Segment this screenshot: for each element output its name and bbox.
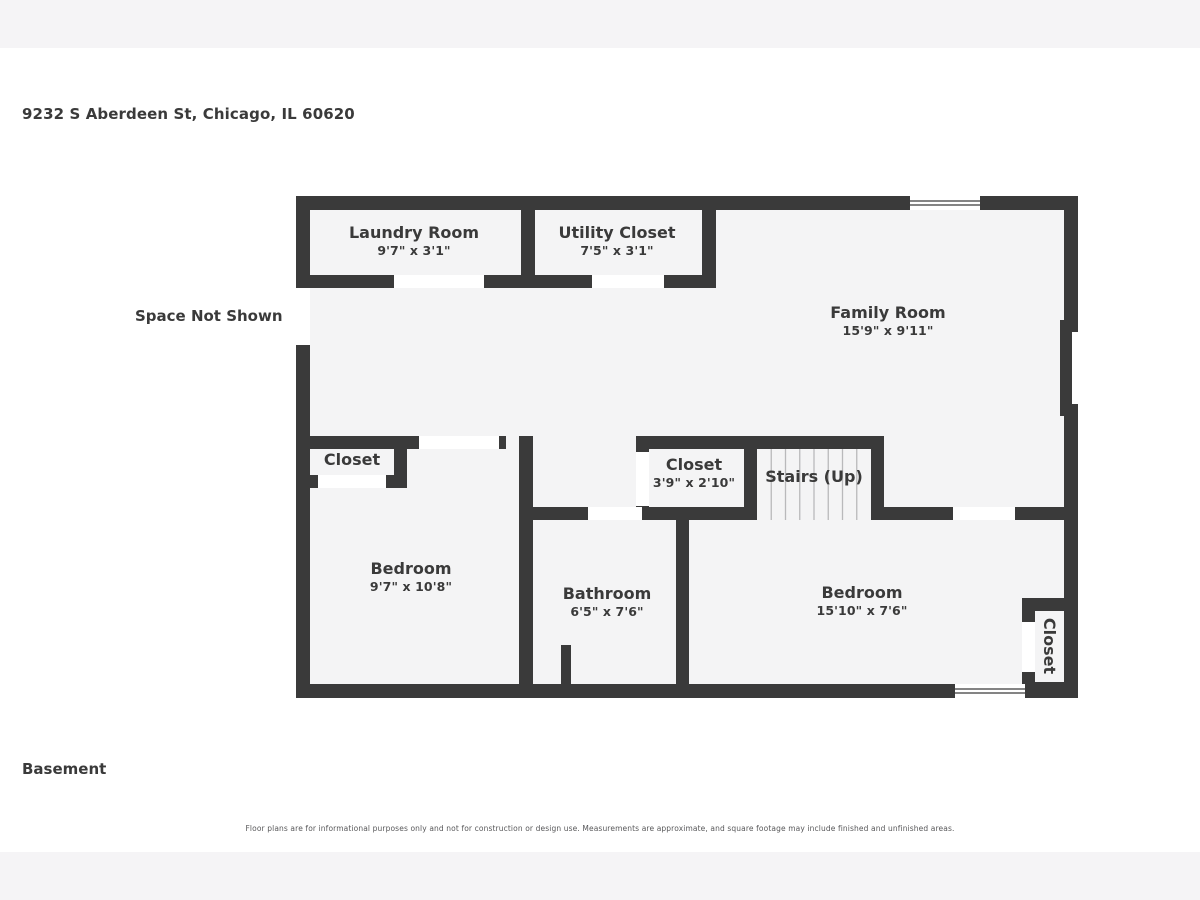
door-laundry: [394, 275, 484, 288]
window-bottom-bedroom-gap: [955, 684, 1025, 698]
page-band-bottom: [0, 852, 1200, 900]
exterior-wall-right-alcove-side: [1060, 320, 1072, 416]
wall-closet-right-top: [1022, 598, 1078, 611]
door-bathroom: [588, 507, 642, 520]
exterior-wall-right-lower: [1064, 404, 1078, 698]
wall-laundry-right: [521, 196, 535, 288]
exterior-wall-left-upper: [296, 196, 310, 288]
floor-level-label: Basement: [22, 760, 107, 778]
wall-closet-right-bottom: [1022, 682, 1078, 695]
exterior-wall-right-upper: [1064, 196, 1078, 322]
exterior-wall-left-lower: [296, 345, 310, 698]
stairs-group: [757, 449, 871, 520]
door-closet-left: [318, 475, 386, 488]
page-title: 9232 S Aberdeen St, Chicago, IL 60620: [22, 105, 355, 123]
disclaimer-text: Floor plans are for informational purpos…: [245, 824, 955, 833]
door-closet-right: [1022, 622, 1035, 672]
wall-stairs-right: [871, 436, 884, 520]
door-closet-center: [636, 452, 649, 506]
wall-bedroom-left-right: [519, 436, 533, 698]
page-band-top: [0, 0, 1200, 48]
wall-utility-right: [702, 196, 716, 288]
wall-closet-center-right: [744, 436, 757, 520]
wall-bathroom-right: [676, 507, 689, 698]
wall-bathroom-stub: [561, 645, 571, 698]
space-not-shown-annotation: Space Not Shown: [135, 307, 283, 325]
windows-group: [910, 196, 1025, 698]
door-utility: [592, 275, 664, 288]
door-closet-left-top: [419, 436, 499, 449]
wall-center-block-top: [636, 436, 884, 449]
exterior-wall-top: [296, 196, 1078, 210]
window-top-family-gap: [910, 196, 980, 210]
door-space-not-shown: [296, 288, 310, 345]
door-bedroom-right: [953, 507, 1015, 520]
door-openings-group: [296, 275, 1035, 672]
